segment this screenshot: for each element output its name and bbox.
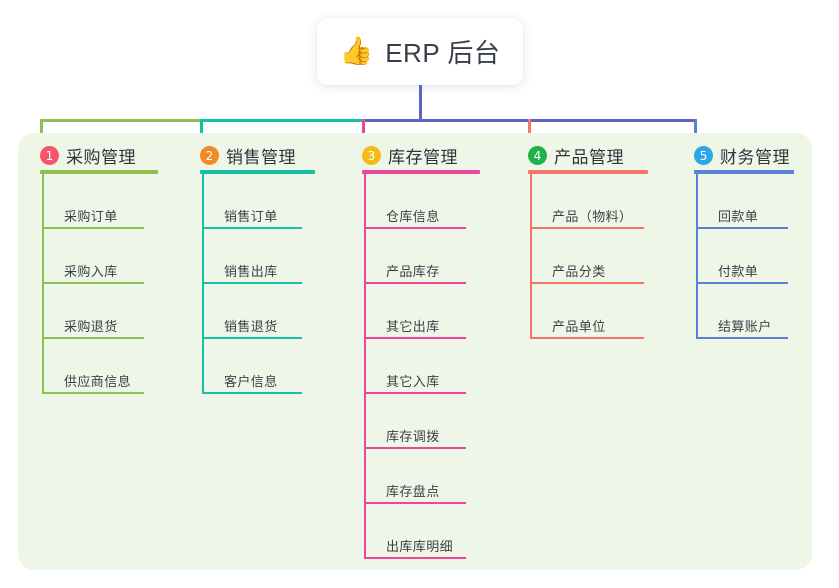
leaf-item-underline <box>44 227 144 229</box>
leaf-item[interactable]: 结算账户 <box>696 284 816 339</box>
column-title: 库存管理 <box>388 148 458 167</box>
leaf-item-underline <box>366 557 466 559</box>
leaf-item-label: 客户信息 <box>224 374 278 389</box>
leaf-item[interactable]: 销售订单 <box>202 174 330 229</box>
leaf-item-underline <box>44 282 144 284</box>
leaf-item[interactable]: 供应商信息 <box>42 339 172 394</box>
column-header-库存管理[interactable]: 3 库存管理 <box>362 143 458 168</box>
leaf-item-label: 采购订单 <box>64 209 118 224</box>
leaf-item-label: 销售出库 <box>224 264 278 279</box>
leaf-item-label: 仓库信息 <box>386 209 440 224</box>
leaf-item[interactable]: 其它入库 <box>364 339 494 394</box>
leaf-item[interactable]: 产品库存 <box>364 229 494 284</box>
leaf-item-underline <box>44 337 144 339</box>
leaf-item-underline <box>698 227 788 229</box>
leaf-item-label: 其它出库 <box>386 319 440 334</box>
leaf-item-underline <box>532 337 644 339</box>
leaf-item-label: 出库库明细 <box>386 539 454 554</box>
leaf-item-underline <box>366 502 466 504</box>
leaf-item-label: 库存盘点 <box>386 484 440 499</box>
column-spine <box>42 174 44 394</box>
leaf-item[interactable]: 产品（物料） <box>530 174 672 229</box>
leaf-item-label: 产品单位 <box>552 319 606 334</box>
leaf-item-label: 库存调拨 <box>386 429 440 444</box>
leaf-item[interactable]: 仓库信息 <box>364 174 494 229</box>
column-title: 采购管理 <box>66 148 136 167</box>
leaf-item-underline <box>366 392 466 394</box>
column-spine <box>202 174 204 394</box>
thumbs-up-icon: 👍 <box>339 36 374 66</box>
root-node-erp-backend[interactable]: 👍 ERP 后台 <box>317 18 523 85</box>
column-underline <box>40 170 158 174</box>
branch-panel: 1 采购管理采购订单采购入库采购退货供应商信息 2 销售管理销售订单销售出库销售退货客… <box>18 133 812 570</box>
column-underline <box>200 170 315 174</box>
leaf-item-label: 其它入库 <box>386 374 440 389</box>
leaf-item-label: 产品（物料） <box>552 209 633 224</box>
leaf-item-underline <box>204 337 302 339</box>
leaf-item-label: 销售订单 <box>224 209 278 224</box>
leaf-item-label: 销售退货 <box>224 319 278 334</box>
leaf-item[interactable]: 付款单 <box>696 229 816 284</box>
leaf-item-underline <box>44 392 144 394</box>
leaf-item-label: 产品库存 <box>386 264 440 279</box>
leaf-item-underline <box>532 227 644 229</box>
leaf-item-underline <box>204 282 302 284</box>
leaf-item[interactable]: 采购订单 <box>42 174 172 229</box>
root-stem <box>419 85 422 122</box>
column-underline <box>362 170 480 174</box>
bus-segment-teal <box>201 119 363 122</box>
column-title: 财务管理 <box>720 148 790 167</box>
leaf-item-label: 供应商信息 <box>64 374 132 389</box>
bus-segment-green <box>41 119 201 122</box>
leaf-item-label: 产品分类 <box>552 264 606 279</box>
leaf-item-label: 回款单 <box>718 209 759 224</box>
leaf-item[interactable]: 采购退货 <box>42 284 172 339</box>
leaf-item-underline <box>204 392 302 394</box>
column-underline <box>694 170 794 174</box>
leaf-item-label: 采购入库 <box>64 264 118 279</box>
leaf-item[interactable]: 销售出库 <box>202 229 330 284</box>
leaf-item-underline <box>366 227 466 229</box>
leaf-item-underline <box>204 227 302 229</box>
leaf-item[interactable]: 销售退货 <box>202 284 330 339</box>
column-header-产品管理[interactable]: 4 产品管理 <box>528 143 624 168</box>
leaf-item[interactable]: 回款单 <box>696 174 816 229</box>
leaf-item-label: 付款单 <box>718 264 759 279</box>
column-index-badge: 3 <box>362 146 381 165</box>
leaf-item[interactable]: 库存调拨 <box>364 394 494 449</box>
leaf-item[interactable]: 产品单位 <box>530 284 672 339</box>
column-index-badge: 5 <box>694 146 713 165</box>
column-index-badge: 1 <box>40 146 59 165</box>
column-index-badge: 4 <box>528 146 547 165</box>
leaf-item[interactable]: 库存盘点 <box>364 449 494 504</box>
leaf-item-underline <box>698 282 788 284</box>
leaf-item[interactable]: 其它出库 <box>364 284 494 339</box>
leaf-item-underline <box>698 337 788 339</box>
column-underline <box>528 170 648 174</box>
leaf-item[interactable]: 采购入库 <box>42 229 172 284</box>
column-title: 销售管理 <box>226 148 296 167</box>
leaf-item-underline <box>366 337 466 339</box>
column-index-badge: 2 <box>200 146 219 165</box>
root-node-content: 👍 ERP 后台 <box>340 33 501 70</box>
leaf-item[interactable]: 产品分类 <box>530 229 672 284</box>
column-spine <box>364 174 366 559</box>
leaf-item-underline <box>366 447 466 449</box>
leaf-item-underline <box>366 282 466 284</box>
column-spine <box>530 174 532 339</box>
leaf-item[interactable]: 出库库明细 <box>364 504 494 559</box>
root-node-title: ERP 后台 <box>385 38 501 68</box>
column-header-采购管理[interactable]: 1 采购管理 <box>40 143 136 168</box>
column-header-财务管理[interactable]: 5 财务管理 <box>694 143 790 168</box>
leaf-item[interactable]: 客户信息 <box>202 339 330 394</box>
column-header-销售管理[interactable]: 2 销售管理 <box>200 143 296 168</box>
leaf-item-label: 结算账户 <box>718 319 772 334</box>
leaf-item-label: 采购退货 <box>64 319 118 334</box>
column-title: 产品管理 <box>554 148 624 167</box>
leaf-item-underline <box>532 282 644 284</box>
column-spine <box>696 174 698 339</box>
